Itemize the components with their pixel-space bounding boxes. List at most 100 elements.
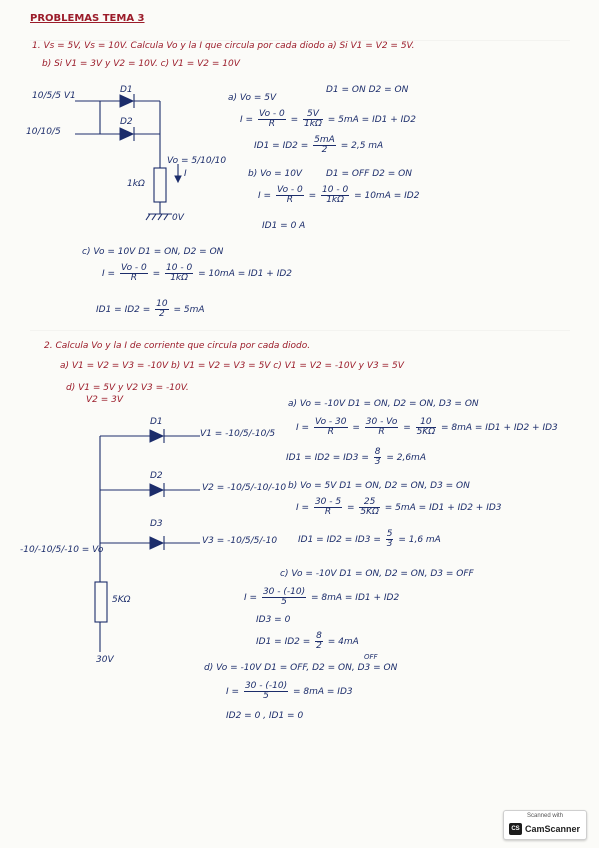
numerator: 10 - 0 — [165, 263, 194, 274]
eq-lhs: ID1 = ID2 = — [256, 637, 311, 647]
eq-lhs: I = — [102, 269, 116, 279]
denominator: R — [324, 507, 332, 517]
eq-rest: = 8mA = ID1 + ID2 — [310, 593, 400, 603]
numerator: 30 - (-10) — [261, 587, 307, 598]
eq-rest: = 5mA = ID1 + ID2 + ID3 — [384, 503, 502, 513]
numerator: 5 — [385, 529, 394, 540]
denominator: R — [268, 119, 275, 129]
eq-lhs: ID1 = ID2 = ID3 = — [298, 535, 381, 545]
input2-label: 10/10/5 — [26, 127, 61, 137]
scanned-with-label: Scanned with — [526, 813, 564, 819]
denominator: 5KΩ — [416, 427, 436, 437]
output-voltage-label: Vo = 5/10/10 — [167, 156, 227, 166]
eq-lhs: I = — [240, 115, 254, 125]
denominator: 2 — [321, 145, 328, 155]
p2-v1-label: V1 = -10/5/-10/5 — [200, 429, 276, 439]
denominator: 1kΩ — [304, 119, 322, 129]
eq-result: = 5mA — [173, 305, 205, 315]
denominator: 3 — [386, 539, 393, 549]
denominator: R — [286, 195, 293, 205]
p1-c-heading: c) Vo = 10V D1 = ON, D2 = ON — [82, 247, 224, 257]
numerator: 10 — [415, 418, 437, 428]
fraction: 30 - (-10)5 — [243, 681, 289, 701]
numerator: 30 - (-10) — [243, 681, 289, 692]
eq-lhs: I = — [258, 191, 272, 201]
eq-rest: = 10mA = ID2 — [354, 191, 420, 201]
p2-c-heading: c) Vo = -10V D1 = ON, D2 = ON, D3 = OFF — [280, 569, 474, 579]
eq-lhs: I = — [296, 503, 310, 513]
camscanner-logo-icon: CS — [509, 823, 522, 835]
denominator: 5 — [263, 691, 269, 701]
numerator: Vo - 0 — [275, 185, 304, 196]
numerator: 10 - 0 — [321, 185, 350, 196]
numerator: 5mA — [313, 135, 336, 146]
denominator: 1kΩ — [326, 195, 345, 205]
p1-b-state: D1 = OFF D2 = ON — [326, 169, 412, 179]
p2-v2-label: V2 = -10/5/-10/-10 — [202, 483, 287, 493]
eq-rest: = 8mA = ID1 + ID2 + ID3 — [440, 423, 558, 433]
p2-diode-d1-label: D1 — [150, 417, 163, 427]
p2-diode-d2-label: D2 — [150, 471, 163, 481]
denominator: 2 — [159, 309, 165, 319]
eq-result: = 1,6 mA — [398, 535, 441, 545]
eq-lhs: I = — [226, 687, 240, 697]
denominator: 3 — [374, 457, 381, 467]
numerator: Vo - 0 — [257, 109, 286, 120]
p1-b-heading: b) Vo = 10V — [248, 169, 303, 179]
camscanner-brand: CamScanner — [525, 824, 581, 834]
denominator: 2 — [316, 641, 322, 651]
problem2-statement-cont: a) V1 = V2 = V3 = -10V b) V1 = V2 = V3 =… — [60, 361, 404, 371]
numerator: 8 — [315, 631, 323, 642]
numerator: 10 — [155, 299, 169, 310]
page-title: PROBLEMAS TEMA 3 — [30, 13, 145, 24]
numerator: 25 — [359, 498, 380, 508]
p2-d-equation: I = 30 - (-10)5 = 8mA = ID3 — [226, 682, 353, 701]
p2-b-heading: b) Vo = 5V D1 = ON, D2 = ON, D3 = ON — [288, 481, 470, 491]
p2-c-d3-current: ID3 = 0 — [256, 615, 291, 625]
numerator: Vo - 30 — [313, 417, 348, 428]
input1-label: 10/5/5 V1 — [32, 91, 76, 101]
p2-d-off-note: OFF — [364, 653, 378, 661]
problem1-statement: 1. Vs = 5V, Vs = 10V. Calcula Vo y la I … — [32, 41, 415, 51]
ground-label: 0V — [172, 213, 184, 223]
problem2-statement: 2. Calcula Vo y la I de corriente que ci… — [44, 341, 311, 351]
eq-result: = 2,6mA — [386, 453, 426, 463]
p1-b-diode-current: ID1 = 0 A — [262, 221, 306, 231]
problem2-statement-d-note: V2 = 3V — [86, 395, 124, 405]
p2-d-heading: d) Vo = -10V D1 = OFF, D2 = ON, D3 = ON — [204, 663, 398, 673]
problem2-statement-d: d) V1 = 5V y V2 V3 = -10V. — [66, 383, 189, 393]
p1-a-state: D1 = ON D2 = ON — [326, 85, 409, 95]
current-label: I — [184, 169, 187, 179]
eq-lhs: I = — [296, 423, 310, 433]
denominator: 5KΩ — [360, 507, 379, 517]
eq-lhs: ID1 = ID2 = ID3 = — [286, 453, 369, 463]
eq-rest: = 8mA = ID3 — [292, 687, 353, 697]
numerator: 30 - Vo — [364, 417, 399, 428]
p2-resistor-label: 5KΩ — [112, 595, 131, 605]
denominator: 1kΩ — [170, 273, 189, 283]
p2-d-diode-current: ID2 = 0 , ID1 = 0 — [226, 711, 304, 721]
denominator: R — [378, 427, 385, 437]
denominator: R — [130, 273, 137, 283]
p2-diode-d3-label: D3 — [150, 519, 163, 529]
eq-lhs: ID1 = ID2 = — [254, 141, 309, 151]
